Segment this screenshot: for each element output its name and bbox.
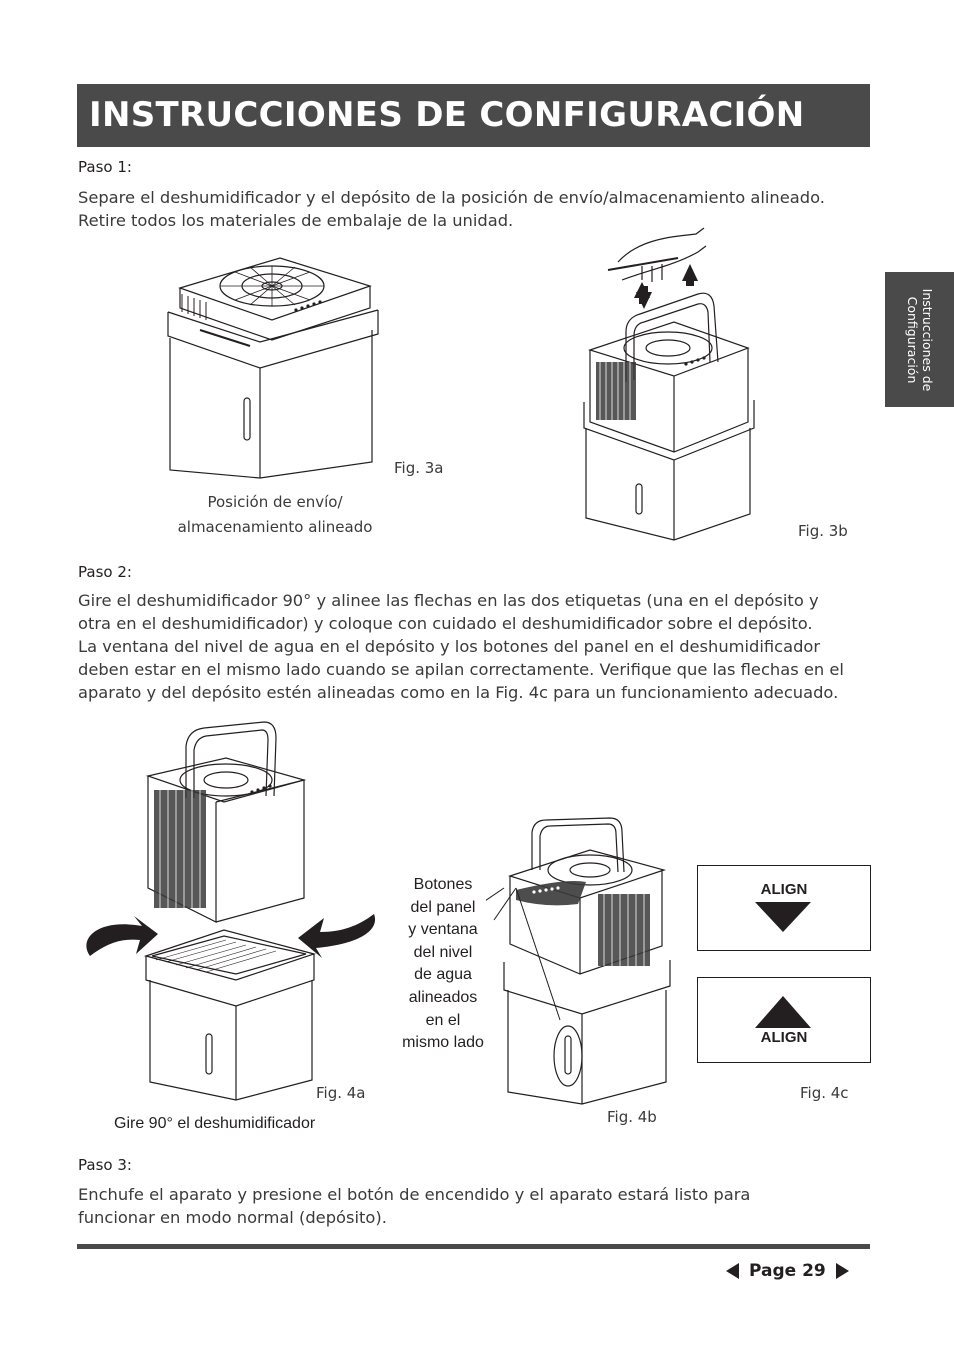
footer-rule: [77, 1244, 870, 1249]
fig3a-caption-line-1: Posición de envío/: [207, 493, 343, 511]
page-number: Page 29: [749, 1261, 826, 1281]
page-title: INSTRUCCIONES DE CONFIGURACIÓN: [77, 84, 870, 147]
fig4c-label: Fig. 4c: [800, 1084, 849, 1102]
fig3b-label: Fig. 3b: [798, 522, 848, 540]
step2-heading: Paso 2:: [78, 563, 132, 581]
step3-line-2: funcionar en modo normal (depósito).: [78, 1208, 387, 1227]
fig3b-illustration: [578, 222, 760, 544]
step3-heading: Paso 3:: [78, 1156, 132, 1174]
triangle-left-icon[interactable]: [726, 1263, 739, 1279]
step2-text: Gire el deshumidificador 90° y alinee la…: [78, 589, 878, 704]
fig4b-illustration: [486, 814, 680, 1106]
fig4b-label: Fig. 4b: [607, 1108, 657, 1126]
fig3a-label: Fig. 3a: [394, 459, 444, 477]
align-top-text: ALIGN: [760, 881, 808, 898]
triangle-right-icon[interactable]: [835, 1263, 849, 1279]
align-label-top: ALIGN: [697, 865, 871, 951]
side-section-tab: Instrucciones de Configuración: [885, 272, 954, 407]
step1-text: Separe el deshumidificador y el depósito…: [78, 186, 878, 232]
fig4a-illustration: [86, 718, 376, 1106]
arrow-up-icon: [755, 996, 811, 1028]
step2-line-5: aparato y del depósito estén alineadas c…: [78, 683, 839, 702]
fig4b-callout-lines: [480, 880, 580, 1040]
step2-line-2: otra en el deshumidificador) y coloque c…: [78, 614, 813, 633]
step1-line-2: Retire todos los materiales de embalaje …: [78, 211, 514, 230]
side-tab-label: Instrucciones de Configuración: [904, 288, 935, 391]
page-navigation: Page 29: [726, 1257, 849, 1285]
fig4a-caption: Gire 90° el deshumidificador: [114, 1115, 316, 1132]
step1-line-1: Separe el deshumidificador y el depósito…: [78, 188, 825, 207]
align-bottom-text: ALIGN: [760, 1029, 808, 1046]
step3-line-1: Enchufe el aparato y presione el botón d…: [78, 1185, 751, 1204]
step2-line-4: deben estar en el mismo lado cuando se a…: [78, 660, 844, 679]
step2-line-3: La ventana del nivel de agua en el depós…: [78, 637, 821, 656]
fig3a-illustration: [160, 250, 385, 480]
step3-text: Enchufe el aparato y presione el botón d…: [78, 1183, 878, 1229]
fig4b-callout: Botones del panel y ventana del nivel de…: [402, 876, 484, 1052]
fig3a-caption: Posición de envío/ almacenamiento alinea…: [150, 490, 400, 540]
fig3a-caption-line-2: almacenamiento alineado: [177, 518, 373, 536]
step2-line-1: Gire el deshumidificador 90° y alinee la…: [78, 591, 819, 610]
arrow-down-icon: [755, 902, 811, 932]
align-label-bottom: ALIGN: [697, 977, 871, 1063]
step1-heading: Paso 1:: [78, 158, 132, 176]
fig4a-label: Fig. 4a: [316, 1084, 366, 1102]
